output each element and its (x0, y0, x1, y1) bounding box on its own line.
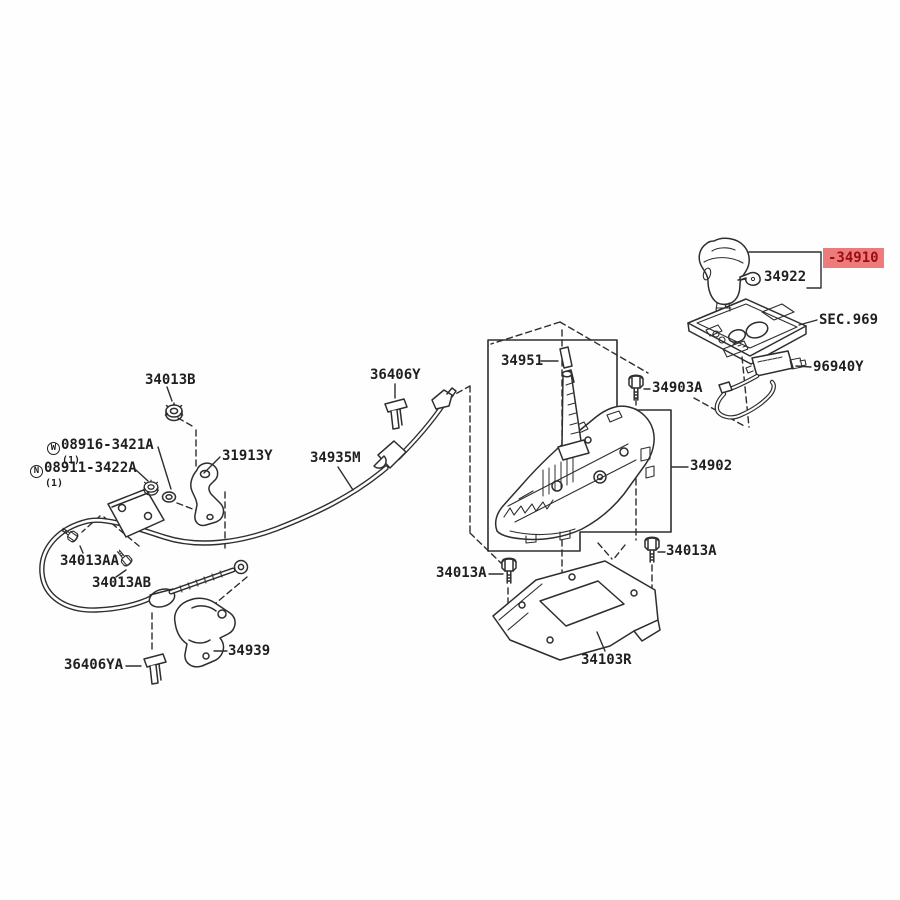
part-label-34935M: 34935M (310, 451, 361, 465)
part-number-text: 34951 (501, 353, 544, 369)
part-label-34902: 34902 (690, 459, 732, 473)
mounting-bracket-34103R (492, 560, 661, 661)
part-number-text: 34903A (652, 380, 703, 396)
shift-knob-34910 (698, 237, 750, 312)
quantity-text: (1) (62, 455, 81, 466)
part-number-text: 34013AA (60, 553, 120, 569)
part-number-text: 34902 (690, 458, 733, 474)
cable-clamp-plate (107, 488, 165, 538)
part-label-31913Y: 31913Y (222, 449, 273, 463)
part-number-text: 36406Y (370, 367, 421, 383)
part-number-text: 34935M (310, 450, 361, 466)
part-label-34939: 34939 (228, 644, 270, 658)
control-cable-34935M (39, 387, 457, 613)
washer-symbol: W (47, 442, 60, 455)
shifter-assembly-34902 (494, 370, 655, 544)
leader-lines (79, 251, 822, 667)
part-number-text: 34922 (764, 269, 807, 285)
part-label-34903A: 34903A (652, 381, 703, 395)
part-number-text: 34103R (581, 652, 632, 668)
knob-clip-34922 (739, 271, 761, 286)
part-label-96940Y: 96940Y (813, 360, 864, 374)
part-number-text: 36406YA (64, 657, 124, 673)
part-number-text: 08916-3421A (61, 437, 154, 453)
part-label-34013AA: 34013AA (60, 554, 119, 568)
nut-symbol: N (30, 465, 43, 478)
bracket-31913Y (190, 462, 225, 527)
part-number-text: 34013B (145, 372, 196, 388)
part-label-34103R: 34103R (581, 653, 632, 667)
part-number-text: 31913Y (222, 448, 273, 464)
part-number-text: 34013A (436, 565, 487, 581)
part-number-text: 34013A (666, 543, 717, 559)
part-label-34922: 34922 (764, 270, 806, 284)
part-number-text: 96940Y (813, 359, 864, 375)
part-label-36406YA: 36406YA (64, 658, 123, 672)
part-label-34951: 34951 (501, 354, 543, 368)
part-label-34013A_left: 34013A (436, 566, 487, 580)
quantity-text: (1) (45, 478, 64, 489)
part-label-36406Y: 36406Y (370, 368, 421, 382)
part-number-text: 34013AB (92, 575, 152, 591)
part-number-text: SEC.969 (819, 312, 879, 328)
part-label-34013AB: 34013AB (92, 576, 151, 590)
bracket-34939 (173, 597, 236, 668)
part-label-34910: -34910 (823, 248, 884, 268)
harness-96940Y (714, 350, 807, 420)
part-number-text: 34939 (228, 643, 271, 659)
part-label-SEC969: SEC.969 (819, 313, 878, 327)
nut-washer-pair (143, 479, 177, 503)
part-label-34013A_right: 34013A (666, 544, 717, 558)
part-number-text: 08911-3422A (44, 460, 137, 476)
shifter-assembly-frame (487, 339, 672, 552)
part-number-text: -34910 (828, 250, 879, 266)
part-label-34013B: 34013B (145, 373, 196, 387)
